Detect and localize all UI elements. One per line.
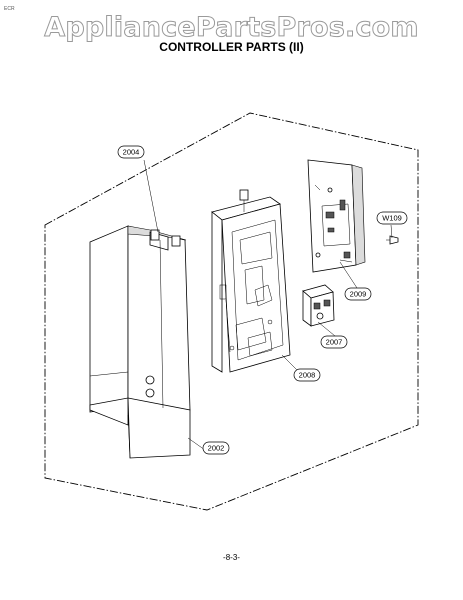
part-2008-case <box>211 189 291 373</box>
callout-2008: 2008 <box>293 368 321 382</box>
callout-label: 2007 <box>326 338 343 347</box>
page-title: CONTROLLER PARTS (II) <box>159 40 304 54</box>
part-2009-pcb <box>307 159 366 273</box>
part-2007-connector <box>302 284 335 327</box>
callout-2004: 2004 <box>117 145 145 159</box>
assembly-boundary <box>44 112 419 511</box>
callout-label: 2004 <box>123 148 140 157</box>
callout-label: 2002 <box>208 444 225 453</box>
callout-2002: 2002 <box>202 441 230 455</box>
callout-label: 2008 <box>299 371 316 380</box>
callout-label: 2009 <box>350 290 367 299</box>
callout-2009: 2009 <box>344 287 372 301</box>
watermark: AppliancePartsPros.com <box>44 12 419 44</box>
corner-mark: ECR <box>4 6 15 12</box>
page-number: -8-3- <box>223 553 240 562</box>
callout-label: W109 <box>382 214 402 223</box>
part-2002-cover <box>89 225 191 459</box>
callout-w109: W109 <box>376 211 408 225</box>
callout-2007: 2007 <box>320 335 348 349</box>
leader-lines <box>143 159 393 451</box>
